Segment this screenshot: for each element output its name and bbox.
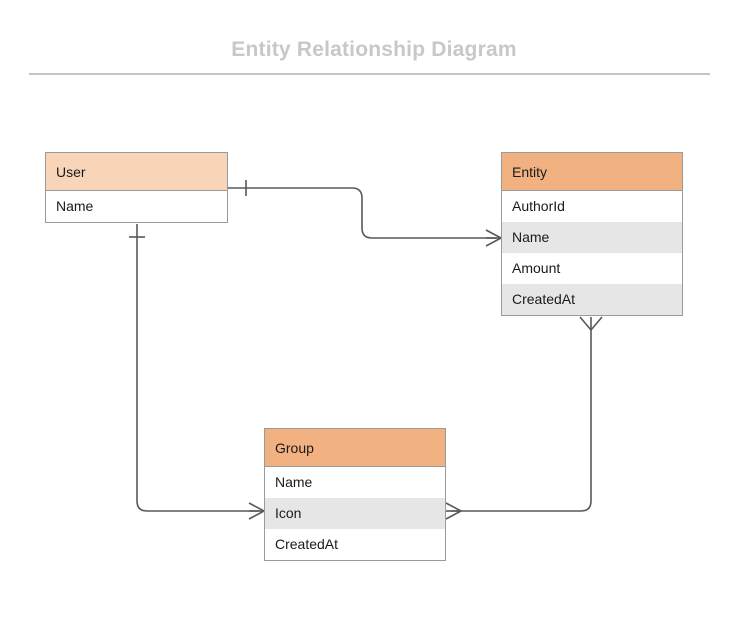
entity-attribute-row[interactable]: Name: [502, 222, 682, 253]
connector-user-entity: [228, 187, 496, 239]
entity-table-entity[interactable]: Entity AuthorId Name Amount CreatedAt: [501, 152, 683, 316]
cardinality-many-entity: [485, 229, 502, 247]
cardinality-many-entity-bottom: [579, 316, 603, 331]
entity-header-group[interactable]: Group: [265, 429, 445, 467]
entity-header-user[interactable]: User: [46, 153, 227, 191]
entity-attribute-row[interactable]: CreatedAt: [265, 529, 445, 560]
cardinality-many-group-right: [445, 502, 462, 520]
title-divider: [29, 73, 710, 75]
page-title: Entity Relationship Diagram: [231, 38, 517, 61]
entity-attribute-row[interactable]: AuthorId: [502, 191, 682, 222]
entity-attribute-row[interactable]: Name: [46, 191, 227, 222]
entity-attribute-row[interactable]: CreatedAt: [502, 284, 682, 315]
cardinality-many-group-left: [248, 502, 265, 520]
entity-header-entity[interactable]: Entity: [502, 153, 682, 191]
connector-user-group: [136, 224, 259, 512]
entity-table-group[interactable]: Group Name Icon CreatedAt: [264, 428, 446, 561]
entity-attribute-row[interactable]: Amount: [502, 253, 682, 284]
entity-attribute-row[interactable]: Name: [265, 467, 445, 498]
entity-attribute-row[interactable]: Icon: [265, 498, 445, 529]
connector-entity-group: [451, 330, 592, 512]
entity-table-user[interactable]: User Name: [45, 152, 228, 223]
